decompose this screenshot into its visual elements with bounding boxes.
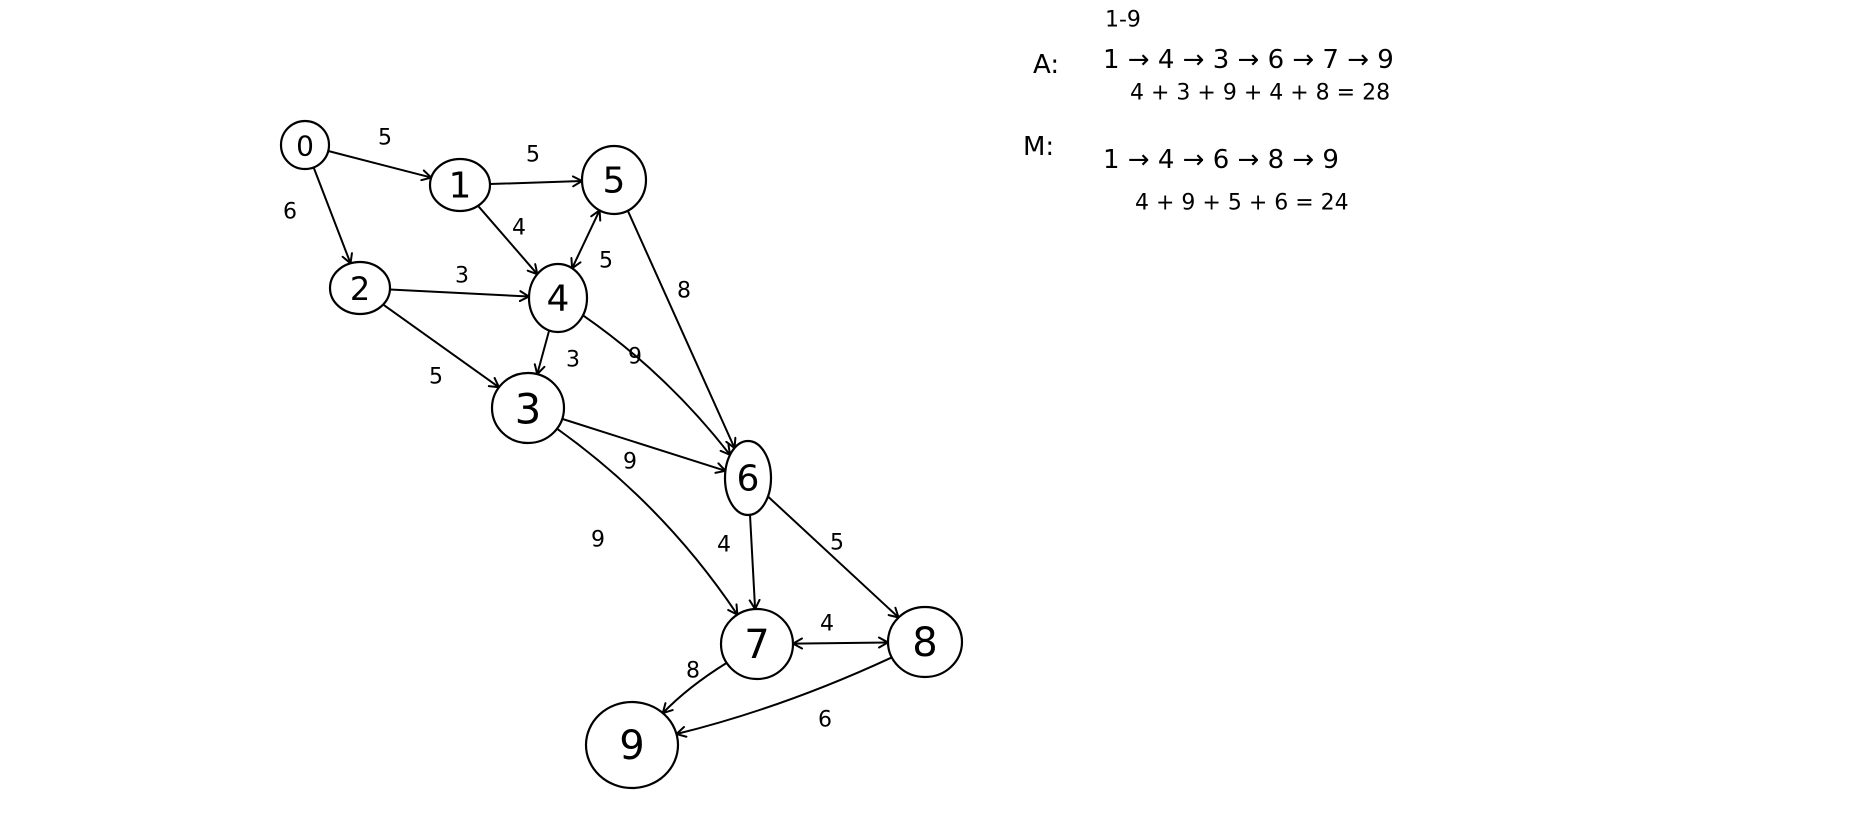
node-2: 2 [328, 260, 392, 316]
node-circle [428, 157, 492, 213]
node-circle [580, 144, 648, 216]
edge-layer [312, 149, 900, 738]
edge-n3-n7 [556, 427, 739, 616]
node-label: 2 [350, 270, 370, 308]
edge-n4-n5 [570, 209, 602, 270]
node-0: 0 [279, 119, 331, 171]
node-circle [723, 439, 773, 517]
edge-weight-n2-n4: 3 [455, 264, 469, 289]
edge-n2-n4 [388, 288, 531, 303]
node-label: 4 [547, 279, 570, 320]
edge-n8-n9 [675, 656, 893, 738]
edge-n0-n2 [312, 166, 353, 265]
notes-a-path: 1 → 4 → 3 → 6 → 7 → 9 [1103, 45, 1394, 75]
node-label: 1 [449, 166, 472, 207]
node-label: 3 [515, 385, 542, 434]
edge-n6-n8 [766, 495, 900, 619]
node-layer: 0 1 5 2 4 3 6 7 8 9 [279, 119, 964, 790]
node-circle [279, 119, 331, 171]
node-label: 7 [744, 622, 769, 668]
node-4: 4 [527, 262, 589, 334]
edge-n3-n6 [561, 417, 727, 474]
notes-m-label: M: [1023, 132, 1054, 162]
edge-weight-n1-n4: 4 [512, 216, 526, 241]
notes-a-sum: 4 + 3 + 9 + 4 + 8 = 28 [1130, 81, 1390, 106]
node-label: 5 [603, 161, 626, 202]
node-6: 6 [723, 439, 773, 517]
edge-weight-n4-n3: 3 [566, 348, 580, 373]
weight-label-layer: 5 6 5 4 5 3 5 3 9 8 9 9 4 5 4 8 6 [283, 126, 844, 733]
node-3: 3 [490, 371, 566, 445]
edge-weight-n4-n5: 5 [599, 249, 613, 274]
edge-weight-n7-n8: 4 [820, 612, 834, 637]
node-circle [328, 260, 392, 316]
node-8: 8 [886, 605, 964, 679]
node-label: 6 [737, 459, 760, 500]
notes-m-sum: 4 + 9 + 5 + 6 = 24 [1135, 191, 1349, 216]
edge-n1-n5 [488, 175, 584, 188]
edge-n4-n6 [581, 314, 732, 456]
edge-n7-n9 [661, 661, 728, 715]
node-circle [584, 700, 680, 790]
node-circle [490, 371, 566, 445]
node-label: 8 [912, 620, 937, 666]
edge-weight-n4-n6: 9 [628, 345, 642, 370]
edge-n2-n3 [382, 303, 500, 389]
edge-weight-n6-n7: 4 [717, 533, 731, 558]
edge-n4-n3 [533, 329, 551, 376]
edge-weight-n6-n8: 5 [830, 531, 844, 556]
edge-weight-n0-n1: 5 [378, 126, 392, 151]
edge-weight-n2-n3: 5 [429, 365, 443, 390]
edge-n5-n6 [626, 209, 737, 450]
notes-block: 1-9 A: 1 → 4 → 3 → 6 → 7 → 9 4 + 3 + 9 +… [1023, 8, 1394, 216]
edge-weight-n5-n6: 8 [677, 279, 691, 304]
node-9: 9 [584, 700, 680, 790]
node-1: 1 [428, 157, 492, 213]
node-label: 9 [619, 723, 644, 769]
edge-n6-n7 [748, 513, 761, 611]
edge-weight-n3-n7: 9 [591, 528, 605, 553]
edge-n7-n8 [791, 636, 890, 650]
edge-weight-n1-n5: 5 [526, 143, 540, 168]
edge-n0-n1 [327, 149, 433, 182]
node-circle [719, 607, 795, 681]
edge-weight-n7-n9: 8 [686, 659, 700, 684]
node-5: 5 [580, 144, 648, 216]
edge-n1-n4 [477, 204, 539, 276]
node-circle [886, 605, 964, 679]
node-7: 7 [719, 607, 795, 681]
edge-weight-n8-n9: 6 [818, 708, 832, 733]
edge-weight-n3-n6: 9 [623, 450, 637, 475]
node-circle [527, 262, 589, 334]
notes-m-path: 1 → 4 → 6 → 8 → 9 [1103, 145, 1339, 175]
edge-weight-n0-n2: 6 [283, 200, 297, 225]
notes-a-label: A: [1033, 50, 1059, 80]
node-label: 0 [296, 130, 314, 163]
notes-header: 1-9 [1105, 8, 1141, 33]
